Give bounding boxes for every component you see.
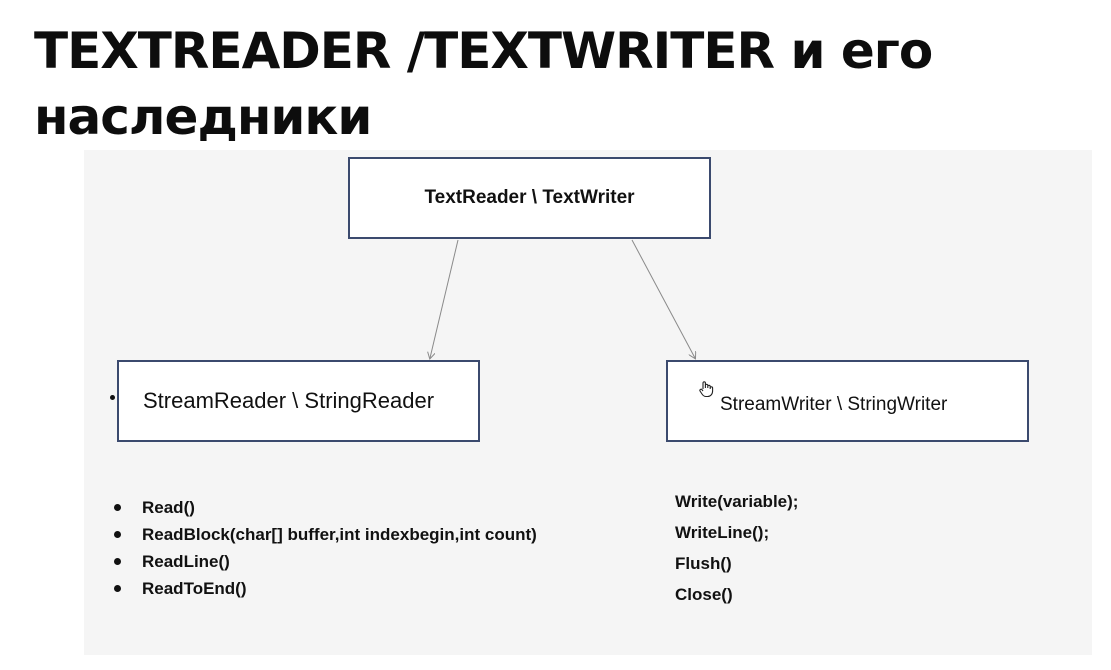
reader-method-item: ReadLine() xyxy=(114,548,537,575)
arrow-to-writer xyxy=(631,239,695,358)
writer-method-item: WriteLine(); xyxy=(675,523,770,542)
reader-methods-list: Read() ReadBlock(char[] buffer,int index… xyxy=(114,494,537,602)
arrow-to-reader xyxy=(430,239,459,358)
reader-class-box: StreamReader \ StringReader xyxy=(117,360,480,442)
reader-method-item: Read() xyxy=(114,494,537,521)
stray-bullet-dot xyxy=(110,395,115,400)
writer-class-box: StreamWriter \ StringWriter xyxy=(666,360,1029,442)
slide-title-line-2: наследники xyxy=(34,88,372,146)
writer-class-label: StreamWriter \ StringWriter xyxy=(720,394,948,415)
reader-method-item: ReadToEnd() xyxy=(114,575,537,602)
reader-class-label: StreamReader \ StringReader xyxy=(143,388,435,413)
writer-method-item: Flush() xyxy=(675,554,732,573)
writer-method-item: Close() xyxy=(675,585,733,604)
writer-methods-list: Write(variable); WriteLine(); Flush() Cl… xyxy=(675,486,798,610)
class-diagram: TextReader \ TextWriter StreamReader \ S… xyxy=(84,150,1092,655)
inheritance-arrows xyxy=(84,239,1092,655)
base-class-box: TextReader \ TextWriter xyxy=(348,157,711,239)
slide-title-line-1: TEXTREADER /TEXTWRITER и его xyxy=(34,22,933,80)
slide-title: TEXTREADER /TEXTWRITER и его наследники xyxy=(34,18,1074,150)
hand-pointer-icon xyxy=(699,381,714,398)
reader-method-item: ReadBlock(char[] buffer,int indexbegin,i… xyxy=(114,521,537,548)
base-class-label: TextReader \ TextWriter xyxy=(424,187,635,208)
writer-method-item: Write(variable); xyxy=(675,492,799,511)
